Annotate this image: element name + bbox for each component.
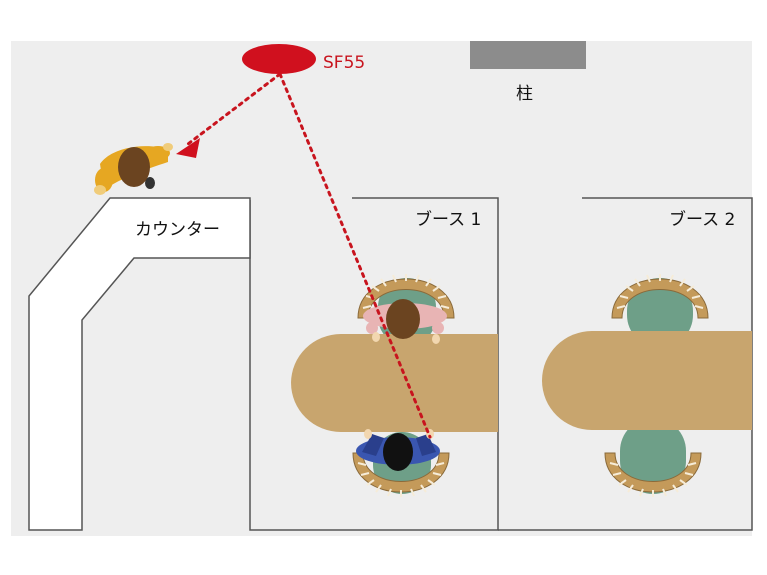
person-booth-1-bottom bbox=[356, 429, 440, 471]
booth-1-label: ブース 1 bbox=[415, 209, 481, 230]
hair bbox=[386, 299, 420, 339]
booth-2-bottom-chair bbox=[604, 418, 702, 498]
booth-2-table bbox=[542, 331, 752, 430]
person-counter bbox=[94, 143, 173, 195]
pillar-block bbox=[470, 41, 586, 69]
motion-sensor-icon bbox=[242, 44, 316, 74]
sensor-beam-to-counter bbox=[186, 72, 282, 146]
booth-1-table bbox=[291, 334, 498, 432]
person-booth-1-top bbox=[363, 299, 447, 344]
booth-2-bottom-cushion bbox=[620, 418, 686, 494]
hair bbox=[383, 433, 413, 471]
booth-2-label: ブース 2 bbox=[669, 209, 735, 230]
arrowhead-icon bbox=[176, 138, 200, 158]
counter-label: カウンター bbox=[135, 220, 220, 240]
counter-shape bbox=[28, 197, 251, 531]
hair bbox=[118, 147, 150, 187]
sensor-label: SF55 bbox=[323, 53, 365, 73]
pillar-label: 柱 bbox=[516, 84, 533, 104]
booth-2-top-chair bbox=[611, 273, 709, 348]
sensor-beam-to-booth bbox=[278, 72, 432, 439]
booth-2-top-cushion bbox=[627, 278, 693, 348]
